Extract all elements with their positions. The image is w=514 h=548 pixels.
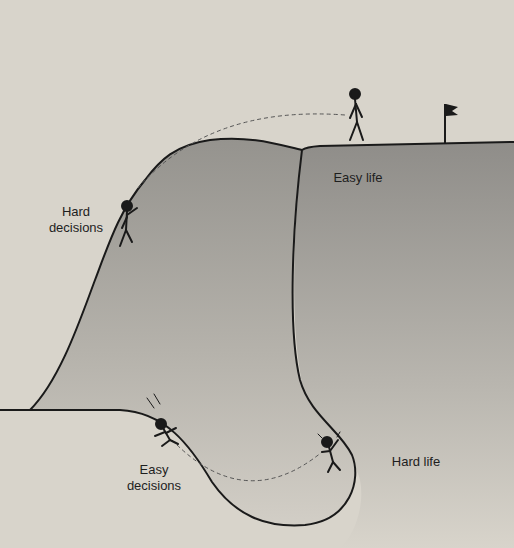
- ground-line: [0, 142, 514, 525]
- dashed-path: [138, 114, 345, 188]
- dashed-path: [172, 440, 322, 481]
- text-label: Easy life: [318, 170, 398, 186]
- text-label: Hard life: [376, 454, 456, 470]
- trapped-figure: [318, 432, 340, 472]
- sliding-figure: [147, 394, 178, 446]
- text-label: Hard decisions: [38, 204, 114, 236]
- flag: [445, 104, 458, 144]
- cliff-line: [30, 139, 302, 410]
- text-label: Easy decisions: [116, 462, 192, 494]
- climbing-figure: [120, 201, 137, 246]
- walking-figure: [350, 89, 363, 140]
- plateau-fill: [294, 142, 514, 548]
